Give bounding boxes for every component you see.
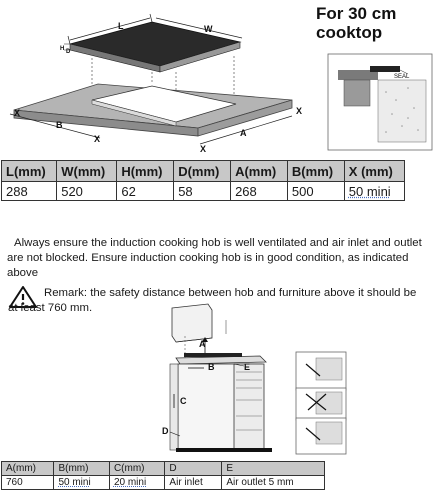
cutout-diagram: L W H D A B X X X X SEAL [9, 13, 433, 154]
clearance-header-E: E [221, 461, 325, 476]
clearance-value-B: 50 mini [53, 475, 110, 490]
install-label-E: E [244, 362, 250, 372]
label-X-left: X [14, 108, 20, 118]
worktop-side [197, 99, 293, 137]
value-H: 62 [116, 181, 175, 201]
ventilation-paragraph: Always ensure the induction cooking hob … [7, 236, 435, 281]
cooktop-title: For 30 cm cooktop [316, 4, 396, 42]
cooktop-title-line2: cooktop [316, 23, 383, 42]
seal-detail: SEAL [327, 53, 433, 151]
clearance-table: A(mm) B(mm) C(mm) D E 760 50 mini 20 min… [0, 461, 325, 490]
cooktop-title-line1: For 30 cm [316, 4, 397, 23]
hob-glass [69, 21, 242, 67]
label-A: A [240, 128, 247, 138]
clearance-header-C: C(mm) [108, 461, 166, 476]
header-W: W(mm) [56, 160, 118, 182]
remark-text: Remark: the safety distance between hob … [8, 286, 436, 316]
dimension-B-line [9, 113, 101, 139]
label-B: B [56, 120, 63, 130]
warning-icon [9, 286, 37, 308]
header-B: B(mm) [286, 160, 345, 182]
vent-detail-panels [295, 351, 347, 455]
remark-line2: at least 760 mm. [8, 302, 93, 314]
value-B: 500 [286, 181, 345, 201]
label-X-front: X [200, 144, 206, 154]
label-X-bottom: X [94, 134, 100, 144]
clearance-table-row: 760 50 mini 20 mini Air inlet Air outlet… [0, 475, 325, 490]
label-W: W [204, 24, 213, 34]
value-D: 58 [173, 181, 232, 201]
oven [233, 363, 265, 451]
ventilation-line1: Always ensure the induction cooking hob … [14, 237, 422, 249]
label-H: H [60, 46, 64, 52]
install-label-A: A [199, 339, 206, 349]
clearance-header-B: B(mm) [53, 461, 110, 476]
install-label-D: D [162, 426, 169, 436]
header-D: D(mm) [173, 160, 232, 182]
remark-line1: Remark: the safety distance between hob … [44, 287, 417, 299]
label-L: L [118, 21, 124, 31]
header-H: H(mm) [116, 160, 175, 182]
installation-diagram: A B E C D [162, 303, 347, 455]
clearance-value-A: 760 [0, 475, 55, 490]
label-X-right: X [296, 106, 302, 116]
clearance-value-D: Air inlet [164, 475, 223, 490]
worktop [175, 355, 267, 365]
clearance-table-header: A(mm) B(mm) C(mm) D E [0, 461, 325, 476]
header-A: A(mm) [230, 160, 288, 182]
floor [176, 448, 272, 452]
clearance-value-E: Air outlet 5 mm [221, 475, 325, 490]
upper-cabinet [171, 303, 213, 343]
label-D: D [66, 49, 71, 55]
ventilation-line3: above [7, 267, 39, 279]
value-A: 268 [230, 181, 288, 201]
dimension-W-line [155, 17, 243, 39]
dimension-A-line [199, 115, 293, 145]
value-X: 50 mini [343, 181, 406, 201]
dimension-L-line [67, 13, 153, 45]
clearance-header-D: D [164, 461, 223, 476]
value-W: 520 [56, 181, 118, 201]
install-label-B: B [208, 362, 215, 372]
dimension-table-header: L(mm) W(mm) H(mm) D(mm) A(mm) B(mm) X (m… [0, 160, 406, 182]
label-seal: SEAL [394, 74, 410, 80]
ventilation-line2: are not blocked. Ensure induction cookin… [7, 252, 409, 264]
value-L: 288 [0, 181, 58, 201]
hob [184, 353, 242, 357]
clearance-header-A: A(mm) [0, 461, 55, 476]
header-L: L(mm) [0, 160, 58, 182]
dimension-table: L(mm) W(mm) H(mm) D(mm) A(mm) B(mm) X (m… [0, 160, 406, 201]
clearance-value-C: 20 mini [108, 475, 166, 490]
install-label-C: C [180, 396, 187, 406]
dimension-table-row: 288 520 62 58 268 500 50 mini [0, 181, 406, 201]
header-X: X (mm) [343, 160, 406, 182]
